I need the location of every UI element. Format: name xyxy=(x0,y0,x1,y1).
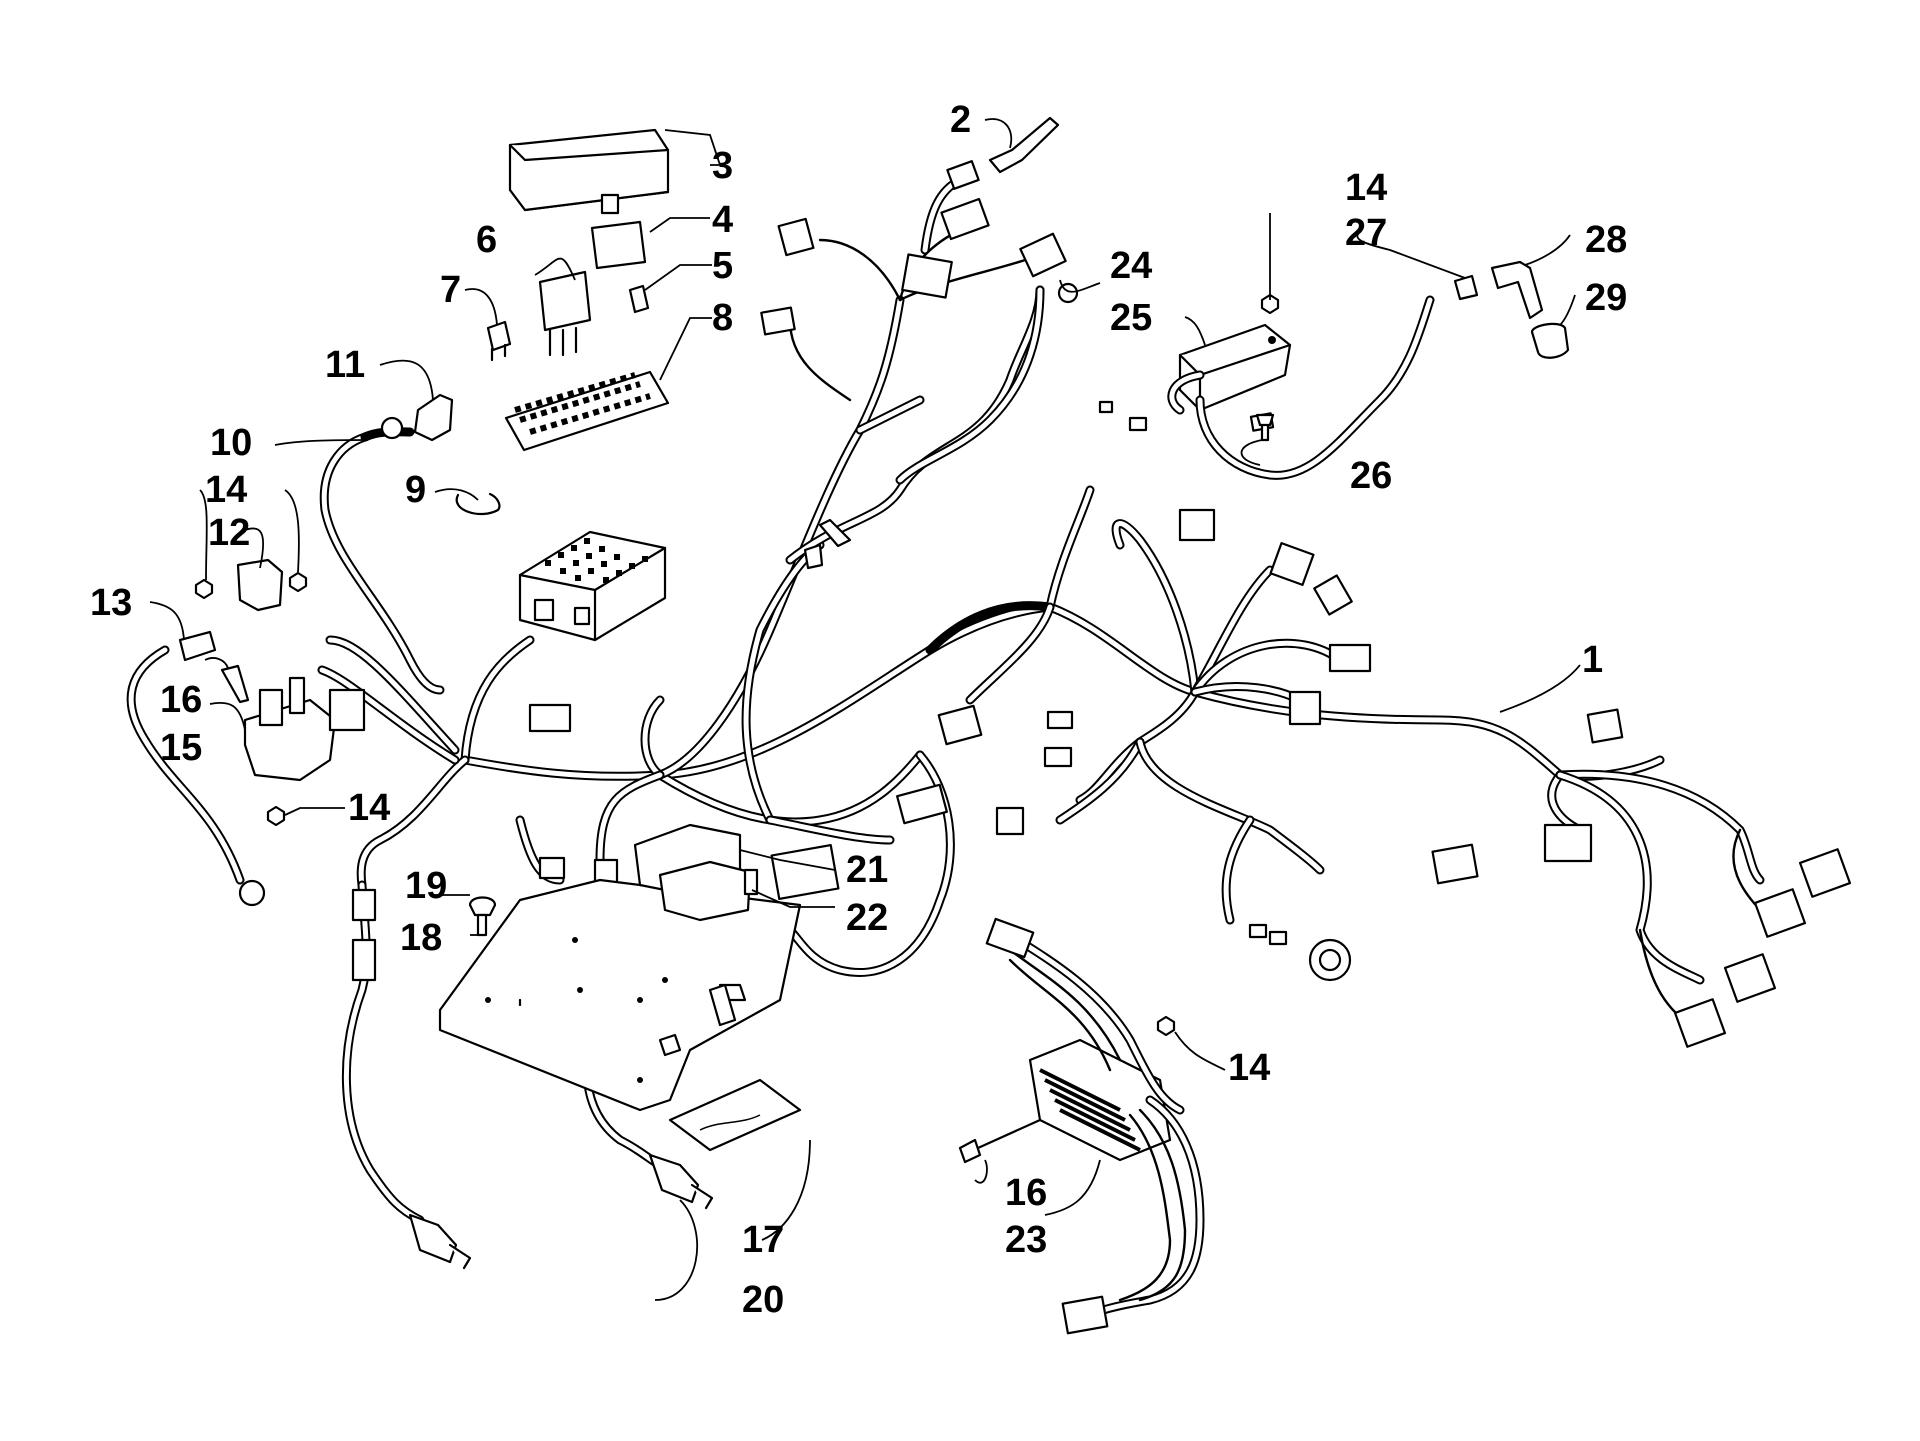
callout-3: 3 xyxy=(712,145,733,187)
callout-4: 4 xyxy=(712,199,733,241)
callout-14-a: 14 xyxy=(205,469,247,511)
cap-29 xyxy=(1530,322,1570,359)
callout-22: 22 xyxy=(846,897,888,939)
voltage-regulator-23 xyxy=(985,917,1205,1335)
callout-6: 6 xyxy=(476,219,497,261)
nut-14-a xyxy=(194,578,214,600)
callout-15: 15 xyxy=(160,727,202,769)
harness-connector-left xyxy=(328,688,366,732)
callout-1: 1 xyxy=(1582,639,1603,681)
spark-plug-boot-28 xyxy=(1490,260,1544,320)
callout-labels: 1 2 3 4 5 6 7 8 9 10 11 12 13 14 14 14 1… xyxy=(90,99,1627,1321)
sleeve-27 xyxy=(1453,274,1479,301)
fuse-5 xyxy=(628,284,650,314)
callout-21: 21 xyxy=(846,849,888,891)
callout-20: 20 xyxy=(742,1279,784,1321)
nut-14-b xyxy=(288,571,308,593)
callout-8: 8 xyxy=(712,297,733,339)
callout-18: 18 xyxy=(400,917,442,959)
oxygen-sensor-left xyxy=(341,880,472,1270)
callout-9: 9 xyxy=(405,469,426,511)
callout-27: 27 xyxy=(1345,212,1387,254)
screw-16-a xyxy=(220,664,250,704)
fuse-block-8 xyxy=(504,370,670,452)
clamp-9 xyxy=(455,492,501,515)
callout-19: 19 xyxy=(405,865,447,907)
callout-14-b: 14 xyxy=(1345,167,1387,209)
callout-23: 23 xyxy=(1005,1219,1047,1261)
mounting-plate-18 xyxy=(438,878,802,1112)
callout-14-c: 14 xyxy=(348,787,390,829)
leader-lines xyxy=(149,118,1581,1301)
callout-10: 10 xyxy=(210,422,252,464)
module-22 xyxy=(658,860,752,922)
callout-16-a: 16 xyxy=(160,679,202,721)
callout-11: 11 xyxy=(325,344,365,386)
callout-14-d: 14 xyxy=(1228,1047,1270,1089)
boot-12 xyxy=(236,558,284,612)
connector-22 xyxy=(743,868,759,896)
callout-17: 17 xyxy=(742,1219,784,1261)
relay-6 xyxy=(538,270,592,357)
callout-16-b: 16 xyxy=(1005,1172,1047,1214)
clip-bracket xyxy=(658,983,737,1057)
relay-4 xyxy=(590,220,647,270)
starter-solenoid-15 xyxy=(243,676,337,782)
ignition-coil-25 xyxy=(1167,295,1435,480)
fuse-box-base xyxy=(518,530,667,642)
ring-terminal-cable-10 xyxy=(319,416,445,695)
push-rivet-19 xyxy=(468,896,497,937)
callout-12: 12 xyxy=(208,512,250,554)
callout-13: 13 xyxy=(90,582,132,624)
boot-11 xyxy=(413,393,454,442)
spark-plug-terminal-2 xyxy=(920,116,1060,255)
ground-cable-24 xyxy=(803,285,1045,570)
callout-24: 24 xyxy=(1110,245,1152,287)
callout-26: 26 xyxy=(1350,455,1392,497)
callout-28: 28 xyxy=(1585,219,1627,261)
callout-2: 2 xyxy=(950,99,971,141)
battery-cable-13 xyxy=(126,630,266,907)
callout-29: 29 xyxy=(1585,277,1627,319)
callout-5: 5 xyxy=(712,245,733,287)
decal-17 xyxy=(668,1078,802,1152)
screw-16-b xyxy=(958,1118,1042,1164)
callout-7: 7 xyxy=(440,269,461,311)
fuse-7 xyxy=(486,320,512,362)
callout-25: 25 xyxy=(1110,297,1152,339)
nut-14-d xyxy=(1156,1015,1176,1037)
screw-26 xyxy=(1255,413,1275,442)
nut-14-c xyxy=(266,805,286,827)
fuse-box-cover xyxy=(508,128,670,215)
harness-connectors xyxy=(528,197,1852,1048)
